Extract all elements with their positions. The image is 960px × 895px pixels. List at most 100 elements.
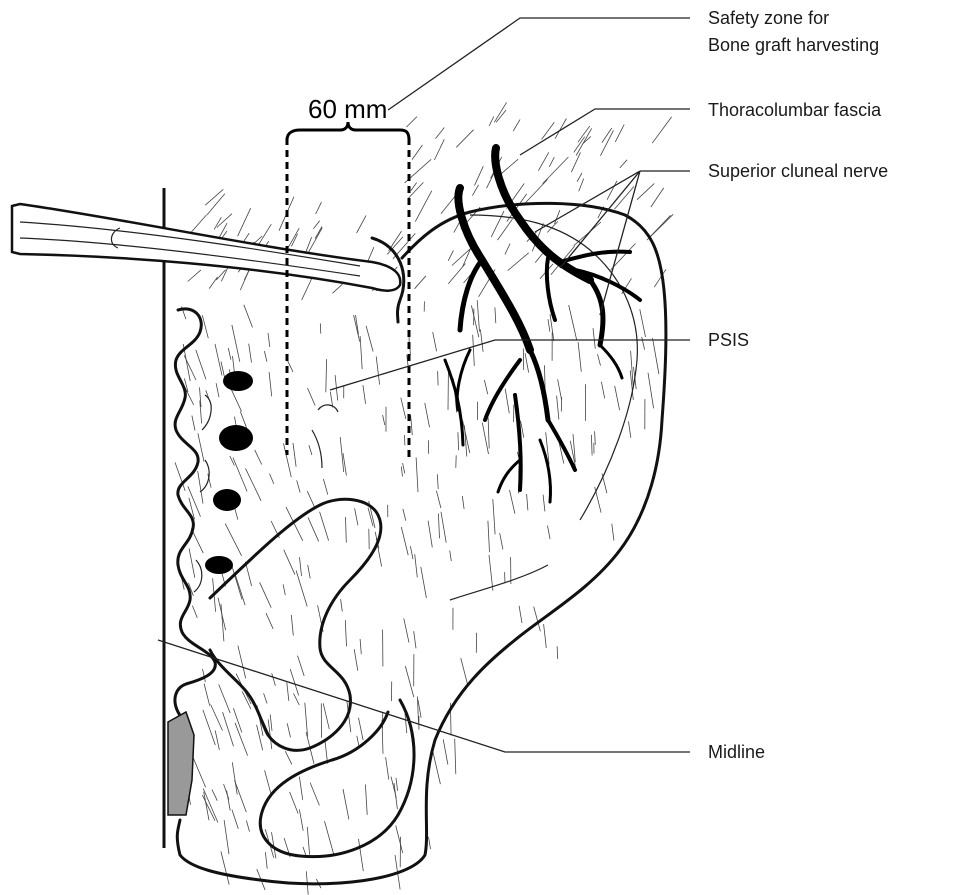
sacral-foramen-2 [219, 425, 253, 451]
hatch-stroke [209, 277, 217, 289]
hatch-stroke [343, 789, 349, 819]
hatch-stroke [412, 145, 422, 160]
hatch-stroke [652, 117, 671, 143]
hatch-stroke [264, 693, 268, 703]
hatch-stroke [410, 546, 413, 559]
hatch-stroke [207, 194, 225, 215]
hatch-stroke [203, 710, 215, 745]
hatch-stroke [542, 122, 555, 139]
hatch-stroke [221, 851, 229, 884]
hatch-stroke [480, 329, 483, 351]
hatch-stroke [425, 403, 430, 427]
dimension-label: 60 mm [308, 94, 387, 124]
hatch-stroke [223, 712, 234, 746]
hatch-stroke [228, 348, 231, 360]
hatch-stroke [557, 396, 559, 420]
hatch-stroke [320, 512, 329, 541]
label-superior-cluneal-nerve: Superior cluneal nerve [708, 161, 888, 181]
hatch-stroke [443, 739, 448, 764]
label-psis: PSIS [708, 330, 749, 350]
hatch-stroke [458, 432, 459, 450]
hatch-stroke [475, 166, 484, 185]
hatch-stroke [505, 244, 510, 255]
ilium-outline [177, 203, 666, 883]
hatch-stroke [246, 468, 262, 500]
hatch-stroke [202, 315, 208, 338]
hatch-stroke [244, 305, 253, 328]
hatch-stroke [405, 666, 414, 697]
hatch-stroke [593, 328, 595, 349]
hatch-stroke [307, 491, 315, 509]
hatch-stroke [557, 646, 558, 659]
hatch-stroke [500, 533, 503, 549]
hatch-stroke [235, 574, 245, 605]
hatch-stroke [203, 789, 218, 823]
hatch-stroke [308, 388, 316, 406]
hatch-stroke [284, 443, 292, 477]
superior-cluneal-nerves [445, 148, 640, 502]
hatch-stroke [401, 398, 406, 419]
hatch-stroke [232, 810, 238, 829]
hatch-stroke [249, 344, 252, 363]
hatch-stroke [264, 351, 267, 362]
hatch-stroke [308, 565, 311, 579]
hatch-stroke [238, 646, 246, 679]
hatch-stroke [611, 244, 636, 270]
hatch-stroke [578, 342, 581, 372]
hatch-stroke [332, 284, 342, 293]
hatch-stroke [548, 319, 550, 332]
hatch-stroke [437, 474, 438, 489]
hatch-stroke [235, 780, 247, 812]
hatch-stroke [438, 371, 439, 385]
hatch-stroke [411, 183, 417, 191]
hatch-stroke [270, 714, 272, 730]
hatch-stroke [238, 208, 251, 236]
hatch-stroke [354, 649, 358, 671]
hatch-stroke [396, 826, 403, 854]
hatch-stroke [260, 582, 272, 607]
hatch-stroke [305, 703, 308, 737]
hatch-stroke [266, 613, 273, 629]
hatch-stroke [232, 762, 237, 794]
hatch-stroke [211, 705, 223, 731]
hatch-stroke [489, 555, 493, 591]
hatch-stroke [396, 778, 398, 791]
hatch-stroke [640, 309, 646, 337]
pelvic-loop-lower [260, 700, 414, 857]
hatch-stroke [325, 821, 335, 856]
hatch-stroke [192, 606, 197, 618]
hatch-stroke [323, 479, 327, 495]
hatch-stroke [600, 130, 613, 156]
hatch-stroke [543, 495, 545, 512]
safety-zone-dashed-box [287, 138, 409, 460]
hatch-stroke [612, 524, 614, 541]
sacral-foramen-1 [223, 371, 253, 391]
hatch-stroke [290, 792, 299, 814]
hatch-stroke [489, 117, 494, 126]
hatch-stroke [450, 551, 452, 562]
hatch-stroke [192, 416, 195, 431]
hatch-stroke [406, 117, 417, 127]
hatch-stroke [285, 751, 292, 764]
hatch-stroke [315, 227, 322, 239]
dimension-bracket [287, 122, 409, 140]
hatch-stroke [456, 130, 473, 148]
hatch-stroke [320, 323, 321, 333]
leader-cluneal [535, 171, 690, 315]
hatch-stroke [436, 128, 445, 139]
hatch-stroke [543, 157, 569, 184]
hatch-stroke [477, 300, 479, 332]
hatch-stroke [297, 480, 300, 492]
hatch-stroke [290, 669, 299, 695]
hatch-stroke [433, 751, 441, 784]
label-midline: Midline [708, 742, 765, 762]
leader-thoracolumbar [520, 109, 690, 155]
hatch-stroke [287, 682, 289, 701]
hatch-stroke [488, 521, 490, 553]
surgical-instrument [12, 204, 400, 291]
hatch-stroke [299, 809, 303, 830]
hatch-stroke [216, 383, 219, 397]
hatch-stroke [642, 337, 645, 350]
hatch-stroke [215, 731, 219, 750]
